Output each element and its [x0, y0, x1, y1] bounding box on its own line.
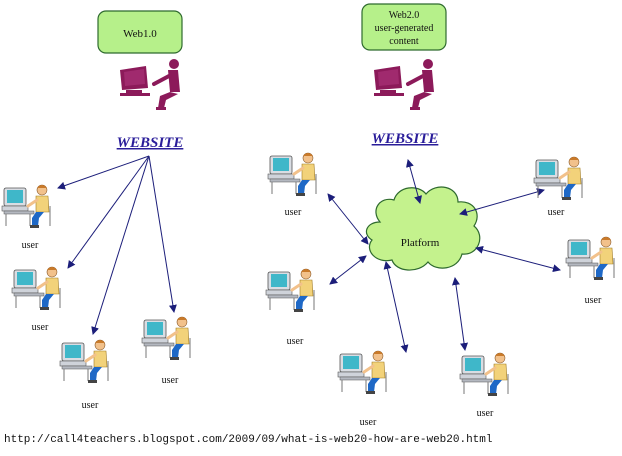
- web1-box-label: Web1.0: [123, 28, 157, 40]
- web2-arrow-user1: [327, 193, 369, 245]
- web2-arrow-user3: [383, 261, 409, 353]
- web1-arrow-user1: [57, 155, 150, 190]
- user-computer-icon: [140, 315, 192, 362]
- web1-arrow-user4: [148, 155, 177, 313]
- web2-arrow-user4: [452, 277, 468, 351]
- web2-arrow-user6: [459, 188, 545, 216]
- web1-webmaster-icon: [118, 57, 182, 112]
- user-computer-icon: [532, 155, 584, 202]
- web2-arrows: [327, 159, 561, 353]
- user-computer-icon: [264, 267, 316, 314]
- web1-user-1: user: [0, 183, 52, 251]
- user-computer-icon: [564, 235, 616, 282]
- web1-user-3: user: [58, 338, 110, 411]
- user-label: user: [82, 400, 99, 411]
- user-label: user: [162, 375, 179, 386]
- web2-arrow-website: [406, 159, 422, 204]
- web2-box: Web2.0 user-generated content: [361, 3, 447, 51]
- web2-arrow-user5: [475, 245, 561, 273]
- user-label: user: [285, 207, 302, 218]
- user-label: user: [287, 336, 304, 347]
- user-computer-icon: [266, 151, 318, 198]
- web1-arrow-user2: [67, 155, 150, 269]
- web2-user-4: user: [458, 351, 510, 419]
- user-label: user: [360, 417, 377, 428]
- user-label: user: [477, 408, 494, 419]
- web2-user-6: user: [532, 155, 584, 218]
- user-label: user: [32, 322, 49, 333]
- web2-user-2: user: [264, 267, 316, 347]
- user-computer-icon: [10, 265, 62, 312]
- web1-box: Web1.0: [97, 10, 183, 54]
- web2-user-1: user: [266, 151, 318, 218]
- web2-user-3: user: [336, 349, 388, 428]
- web2-user-5: user: [564, 235, 616, 306]
- web1-user-4: user: [140, 315, 192, 386]
- source-url: http://call4teachers.blogspot.com/2009/0…: [4, 434, 493, 446]
- web2-website-label: WEBSITE: [372, 131, 439, 147]
- web1-website-label: WEBSITE: [117, 135, 184, 151]
- user-label: user: [585, 295, 602, 306]
- platform-label: Platform: [401, 237, 440, 249]
- web2-arrow-user2: [329, 255, 367, 285]
- user-computer-icon: [336, 349, 388, 396]
- web2-box-label-line3: content: [389, 36, 419, 47]
- web2-box-label-line1: Web2.0: [389, 10, 420, 21]
- user-label: user: [22, 240, 39, 251]
- web1-arrow-user3: [91, 155, 150, 335]
- platform-cloud: Platform: [365, 186, 481, 271]
- web2-box-label-line2: user-generated: [375, 23, 434, 34]
- user-computer-icon: [58, 338, 110, 385]
- web2-webmaster-icon: [372, 57, 436, 112]
- user-label: user: [548, 207, 565, 218]
- user-computer-icon: [0, 183, 52, 230]
- user-computer-icon: [458, 351, 510, 398]
- web1-user-2: user: [10, 265, 62, 333]
- web1-arrows: [57, 155, 177, 335]
